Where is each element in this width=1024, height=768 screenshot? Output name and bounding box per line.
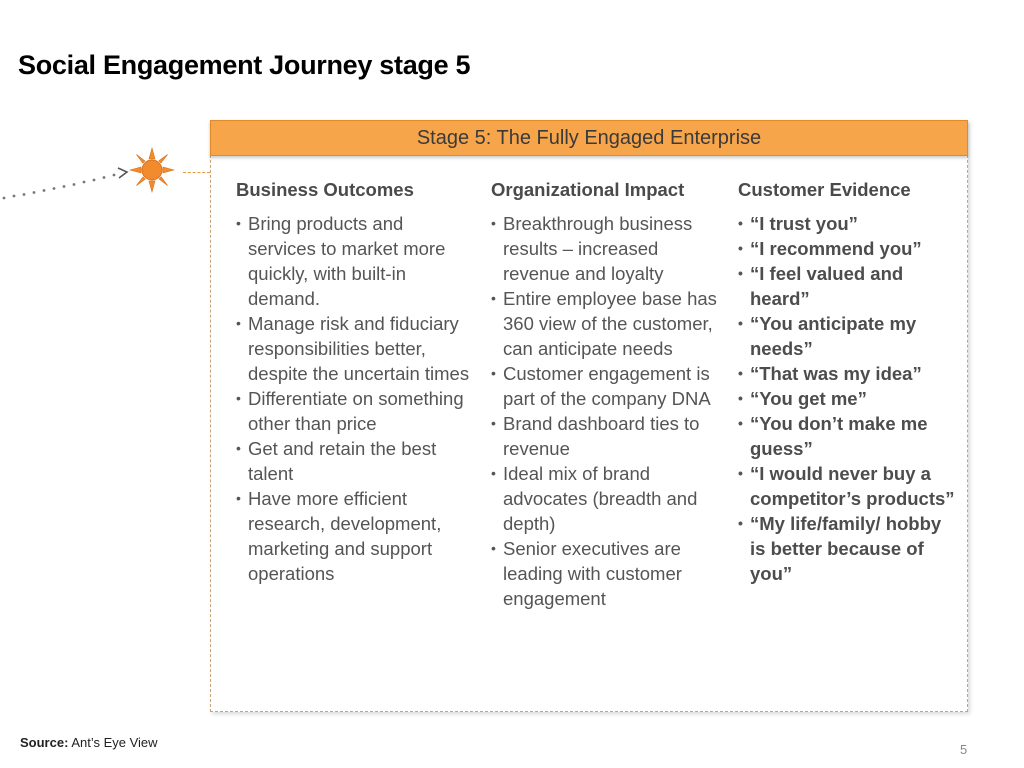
column-business-outcomes: Business Outcomes Bring products and ser… (236, 179, 472, 586)
list-item: “I feel valued and heard” (738, 261, 958, 311)
list-item: “You anticipate my needs” (738, 311, 958, 361)
list-item: “I trust you” (738, 211, 958, 236)
list-item: Bring products and services to market mo… (236, 211, 472, 311)
list-item: Entire employee base has 360 view of the… (491, 286, 721, 361)
panel-header: Stage 5: The Fully Engaged Enterprise (210, 120, 968, 156)
list-item: “You get me” (738, 386, 958, 411)
sun-icon (128, 146, 176, 194)
list-item: Have more efficient research, developmen… (236, 486, 472, 586)
column-heading: Organizational Impact (491, 179, 685, 200)
page-number: 5 (960, 742, 968, 757)
list-item: Senior executives are leading with custo… (491, 536, 721, 611)
list-item: Get and retain the best talent (236, 436, 472, 486)
list-item: Differentiate on something other than pr… (236, 386, 472, 436)
list-item: “I recommend you” (738, 236, 958, 261)
source-text: Ant’s Eye View (71, 735, 158, 750)
list-item: Breakthrough business results – increase… (491, 211, 721, 286)
list-item: “You don’t make me guess” (738, 411, 958, 461)
list-item: “I would never buy a competitor’s produc… (738, 461, 958, 511)
bullet-list: Bring products and services to market mo… (236, 211, 472, 586)
source-note: Source: Ant’s Eye View (20, 735, 158, 750)
list-item: Manage risk and fiduciary responsibiliti… (236, 311, 472, 386)
column-customer-evidence: Customer Evidence “I trust you” “I recom… (738, 179, 958, 586)
slide-title: Social Engagement Journey stage 5 (18, 50, 471, 80)
column-heading: Customer Evidence (738, 179, 911, 200)
source-label: Source: (20, 735, 69, 750)
list-item: Brand dashboard ties to revenue (491, 411, 721, 461)
list-item: Ideal mix of brand advocates (breadth an… (491, 461, 721, 536)
list-item: Customer engagement is part of the compa… (491, 361, 721, 411)
list-item: “My life/family/ hobby is better because… (738, 511, 958, 586)
connector-line (183, 172, 210, 173)
bullet-list: “I trust you” “I recommend you” “I feel … (738, 211, 958, 586)
bullet-list: Breakthrough business results – increase… (491, 211, 721, 611)
stage-panel: Stage 5: The Fully Engaged Enterprise Bu… (210, 120, 968, 712)
column-heading: Business Outcomes (236, 179, 414, 200)
dotted-arrow-icon (2, 167, 129, 200)
column-organizational-impact: Organizational Impact Breakthrough busin… (491, 179, 721, 611)
list-item: “That was my idea” (738, 361, 958, 386)
